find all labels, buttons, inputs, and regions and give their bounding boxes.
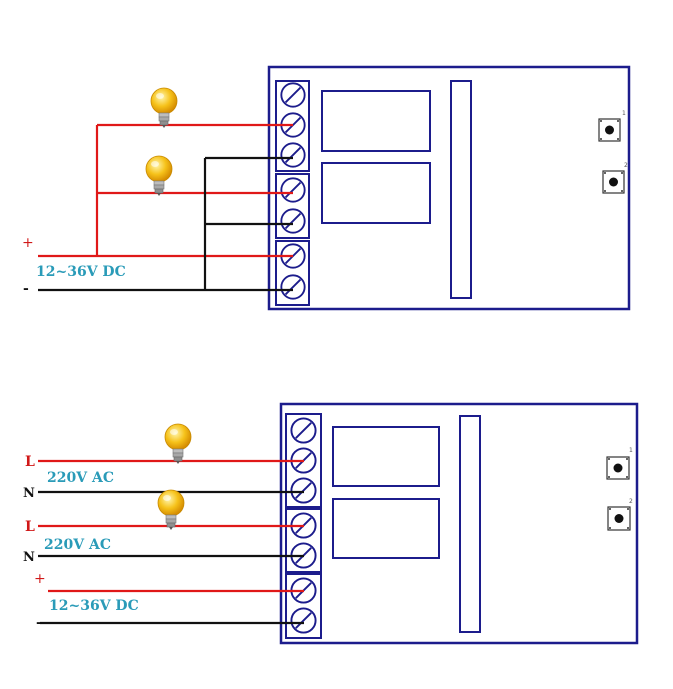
receiver-module-top [450,80,472,299]
relay-2-bottom [332,498,440,559]
channel-1-live-label: L [25,454,35,470]
button-1-number: 1 [629,447,633,454]
relay-1-bottom [332,426,440,487]
light-bulb-icon [164,423,192,465]
relay-1-top [321,90,431,152]
top-diagram: 1 2 + 12~36V DC - [22,65,631,311]
receiver-module-bottom [459,415,481,633]
supply-voltage-label: 12~36V DC [49,598,139,614]
screw-terminal-icon [290,417,317,444]
screw-terminal-icon [280,208,306,234]
light-bulb-icon [157,489,185,531]
push-button-2-top: 2 [602,162,628,194]
channel-2-live-label: L [25,519,35,535]
channel-2-voltage-label: 220V AC [44,537,111,553]
screw-terminal-icon [290,477,317,504]
push-button-1-bottom: 1 [606,447,633,480]
button-2-number: 2 [624,162,628,169]
screw-terminal-icon [280,274,306,300]
supply-plus-label: + [34,571,46,587]
supply-minus-label: - [23,281,29,297]
supply-plus-label: + [22,235,34,251]
supply-minus-label: - [36,615,42,631]
black-wires-top [38,156,293,292]
channel-2-neutral-label: N [23,550,35,565]
channel-1-voltage-label: 220V AC [47,470,114,486]
screw-terminal-icon [290,607,317,634]
screw-terminal-icon [280,177,306,203]
red-wires-top [38,123,293,258]
screw-terminal-icon [280,82,306,108]
bottom-diagram: 1 2 L 220V AC N L 220V AC N + 12~36V DC [23,402,639,645]
push-button-1-top: 1 [598,110,626,142]
channel-1-neutral-label: N [23,486,35,501]
push-button-2-bottom: 2 [607,498,633,531]
supply-voltage-label: 12~36V DC [36,264,126,280]
button-2-number: 2 [629,498,633,505]
relay-2-top [321,162,431,224]
screw-terminal-icon [280,142,306,168]
light-bulb-icon [145,155,173,197]
button-1-number: 1 [622,110,626,117]
light-bulb-icon [150,87,178,129]
